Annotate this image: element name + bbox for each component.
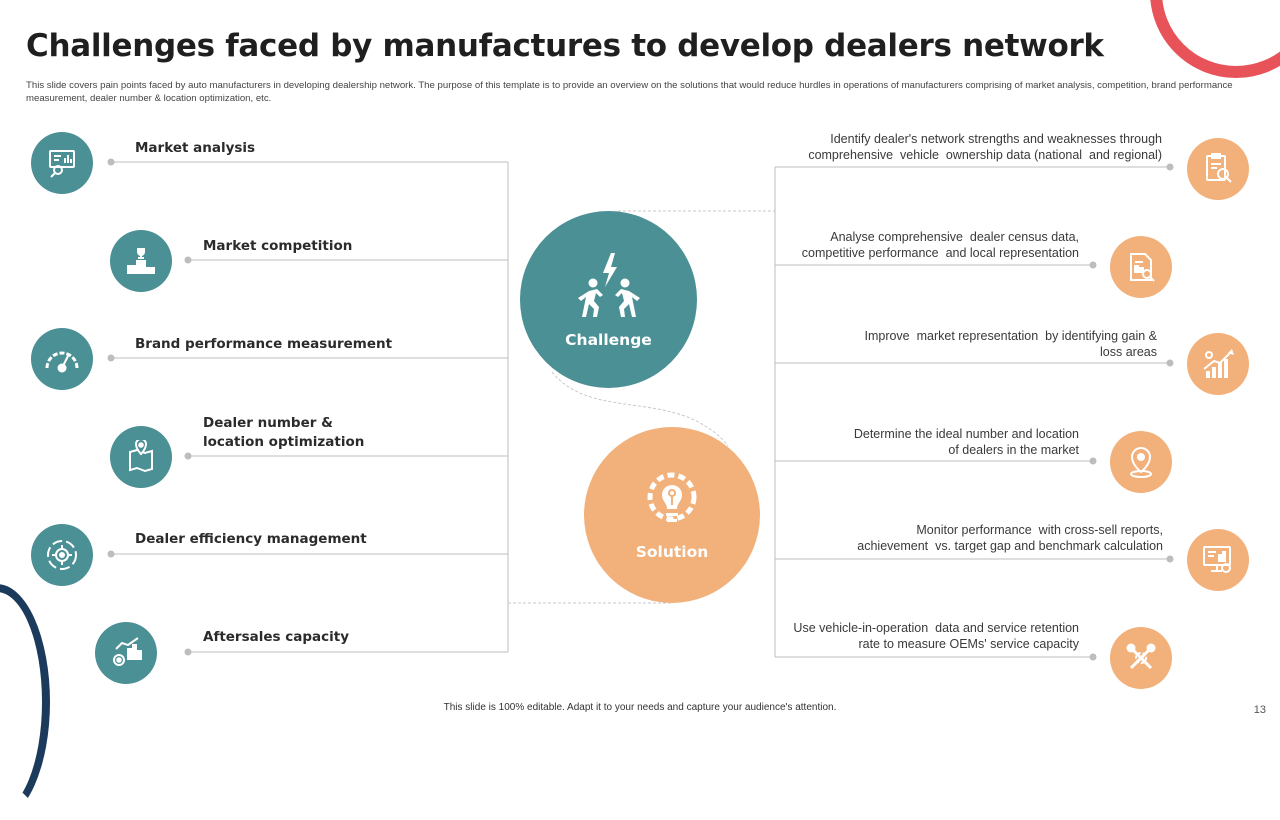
challenge-title: Challenge (565, 330, 652, 349)
analytics-screen-icon (31, 132, 93, 194)
challenge-label-dealer-number: Dealer number & location optimization (203, 415, 365, 450)
gears-cycle-icon (31, 524, 93, 586)
solution-text-6: Use vehicle-in-operation data and servic… (793, 621, 1079, 651)
connector-lines (107, 158, 1174, 661)
slide-title: Challenges faced by manufactures to deve… (26, 28, 1104, 64)
solution-text-2: Analyse comprehensive dealer census data… (801, 230, 1079, 260)
solution-text-4: Determine the ideal number and location … (853, 427, 1079, 457)
report-search-icon (1187, 138, 1249, 200)
page-number: 13 (1253, 704, 1266, 716)
conflict-people-icon (577, 252, 640, 317)
challenge-label-brand-performance: Brand performance measurement (135, 336, 393, 352)
location-pin-icon (1110, 431, 1172, 493)
solution-text-1: Identify dealer's network strengths and … (808, 132, 1162, 162)
growth-chart-icon (1187, 333, 1249, 395)
tools-icon (1110, 627, 1172, 689)
challenge-circle: Challenge (520, 211, 697, 388)
challenge-label-aftersales: Aftersales capacity (203, 629, 350, 645)
chart-gear-icon (95, 622, 157, 684)
solution-title: Solution (635, 543, 709, 561)
solution-text-5: Monitor performance with cross-sell repo… (857, 523, 1163, 553)
solution-text-3: Improve market representation by identif… (864, 329, 1157, 359)
challenge-label-dealer-efficiency: Dealer efficiency management (135, 531, 367, 547)
slide-subtitle: This slide covers pain points faced by a… (26, 80, 1233, 104)
solution-circle: Solution (584, 427, 760, 603)
podium-icon (110, 230, 172, 292)
document-search-icon (1110, 236, 1172, 298)
gauge-icon (31, 328, 93, 390)
monitor-analytics-icon (1187, 529, 1249, 591)
lightbulb-gear-icon (647, 472, 697, 522)
challenge-label-market-analysis: Market analysis (135, 140, 256, 156)
footer-note: This slide is 100% editable. Adapt it to… (443, 702, 837, 713)
challenge-label-market-competition: Market competition (203, 238, 353, 254)
map-pin-icon (110, 426, 172, 488)
